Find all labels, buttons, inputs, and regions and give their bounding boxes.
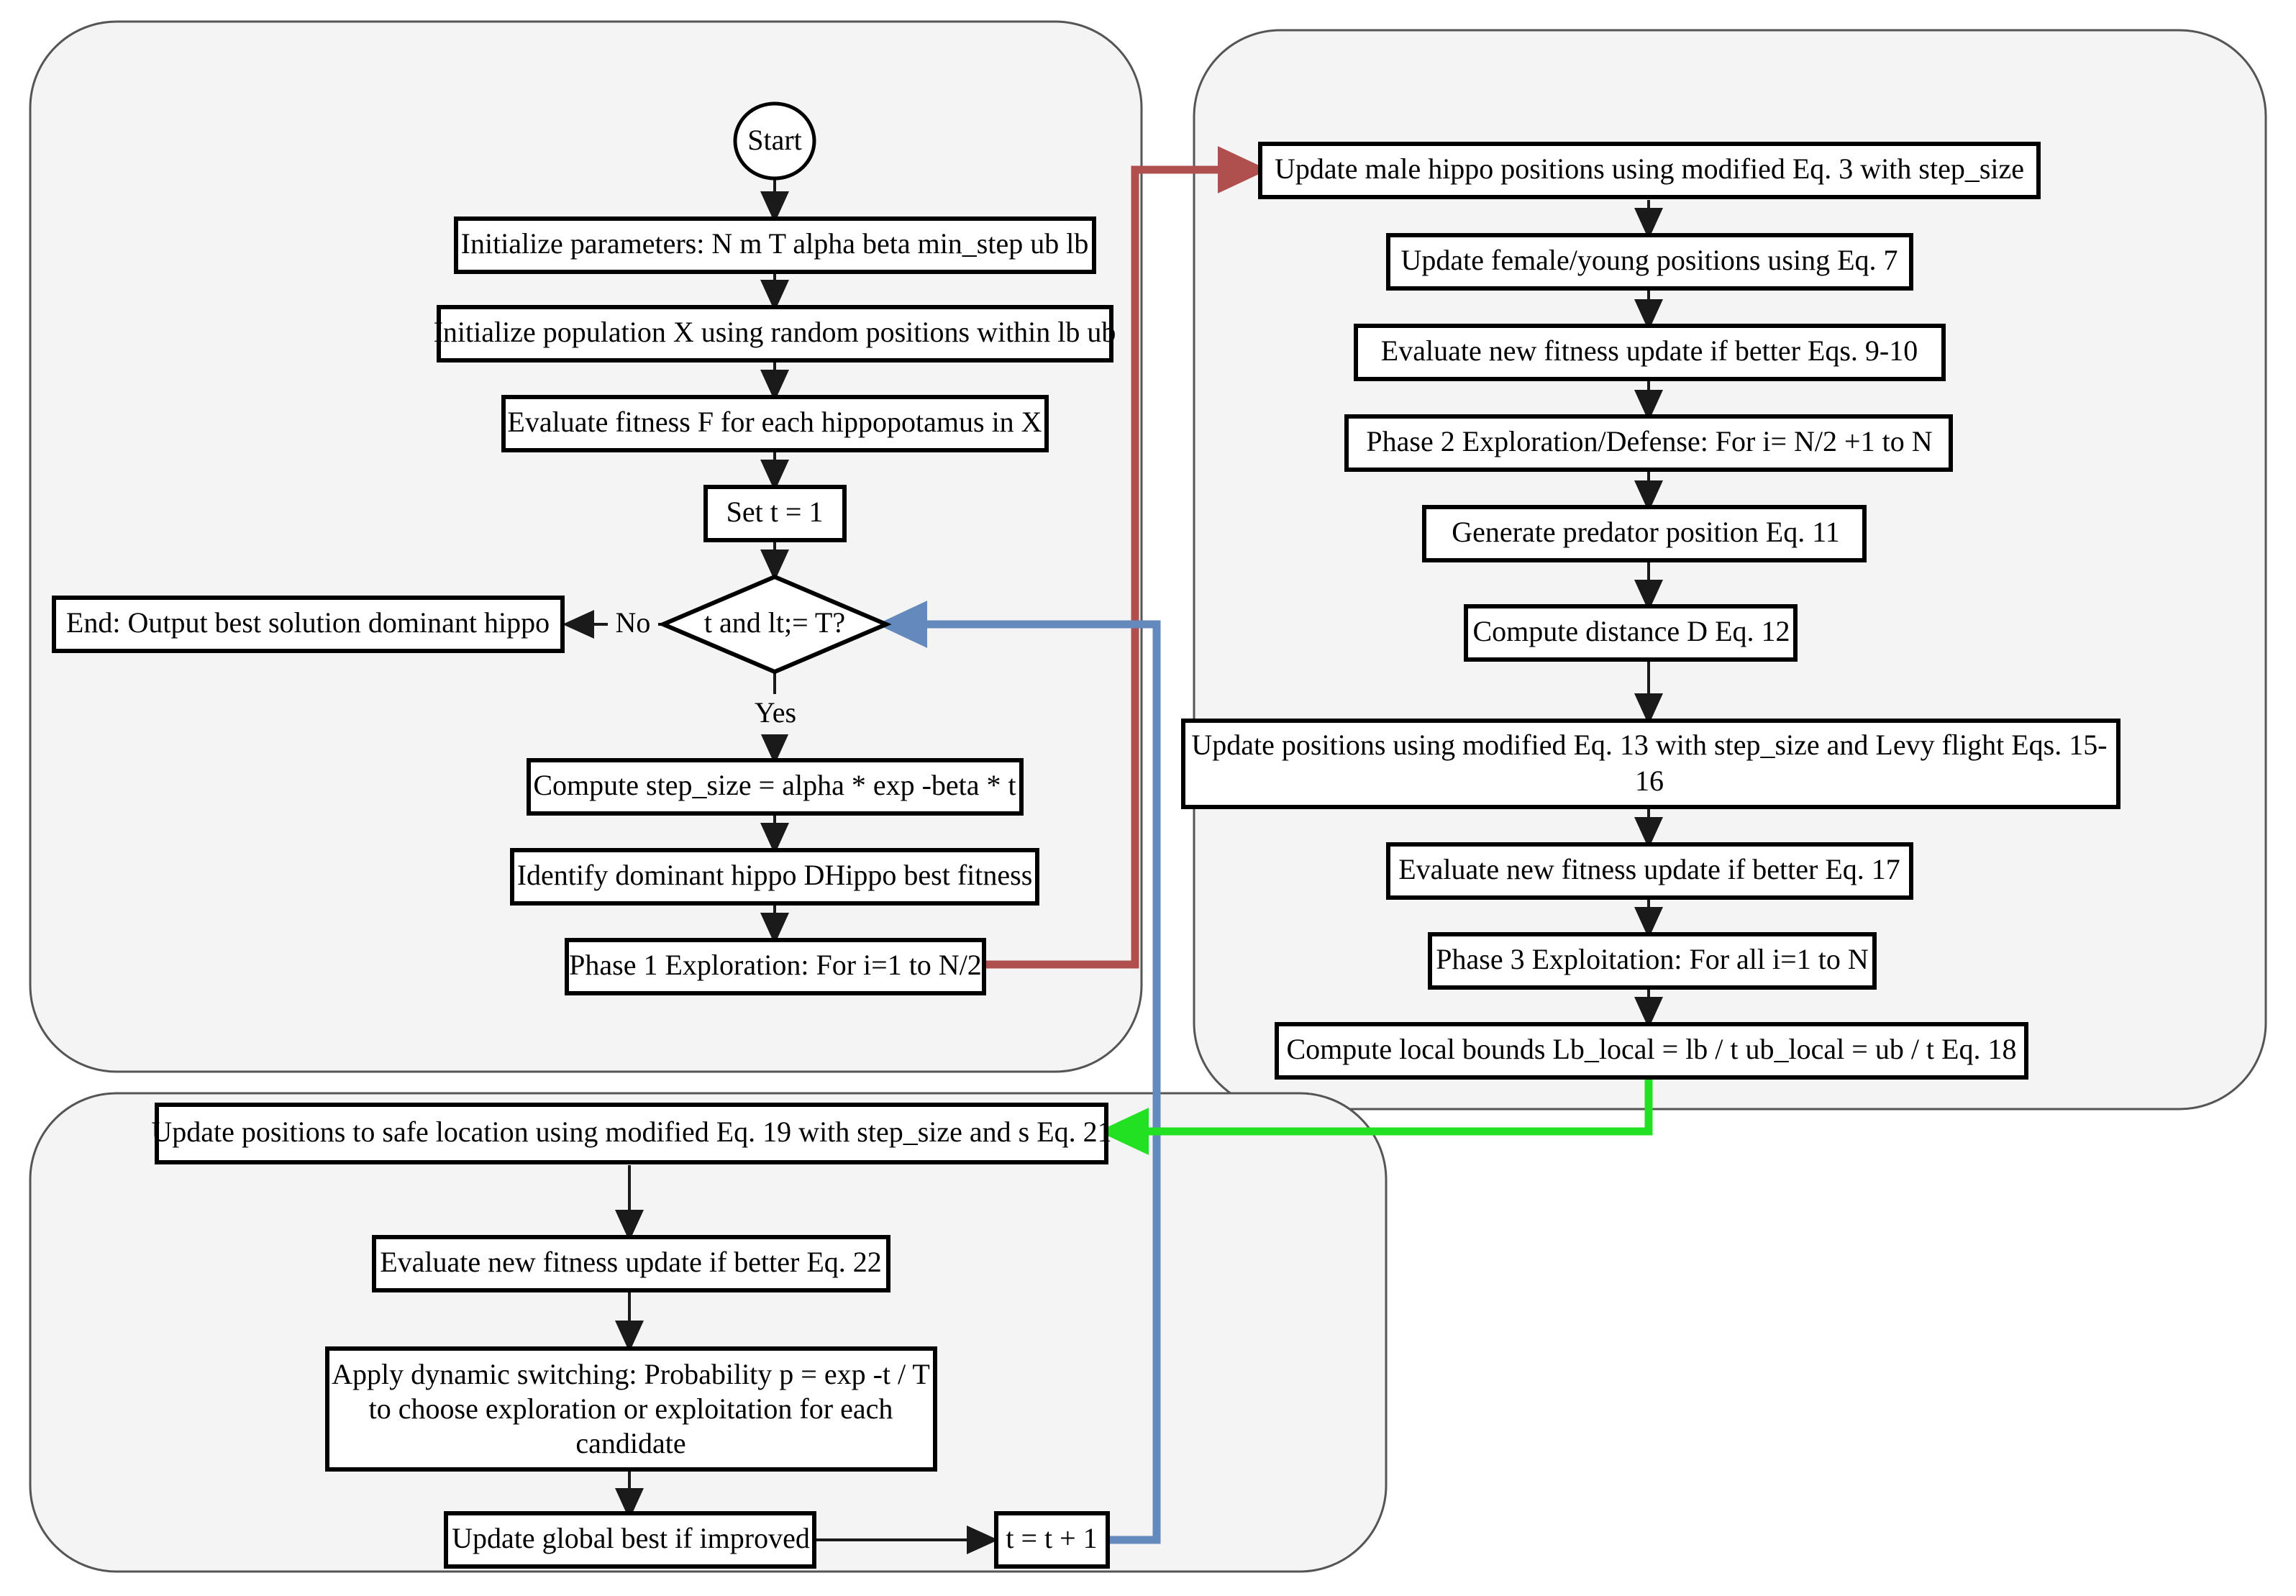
node-evaluate-eqs-910[interactable]: Evaluate new fitness update if better Eq… <box>1354 324 1946 381</box>
node-evaluate-eq17[interactable]: Evaluate new fitness update if better Eq… <box>1386 842 1913 900</box>
node-dynamic-switching-line2: to choose exploration or exploitation fo… <box>369 1392 893 1425</box>
node-update-eq13-levy[interactable]: Update positions using modified Eq. 13 w… <box>1181 719 2120 809</box>
node-init-params[interactable]: Initialize parameters: N m T alpha beta … <box>454 216 1096 274</box>
node-identify-dominant-label: Identify dominant hippo DHippo best fitn… <box>517 859 1033 891</box>
node-end-output-label: End: Output best solution dominant hippo <box>66 606 550 639</box>
node-decision-t-leq-T[interactable]: t and lt;= T? <box>657 574 892 675</box>
node-compute-distance[interactable]: Compute distance D Eq. 12 <box>1464 604 1798 662</box>
node-update-male-label: Update male hippo positions using modifi… <box>1275 152 2024 185</box>
node-evaluate-eqs-910-label: Evaluate new fitness update if better Eq… <box>1381 334 1918 367</box>
node-update-eq13-line1: Update positions using modified Eq. 13 w… <box>1191 729 2107 761</box>
node-update-safe-location-label: Update positions to safe location using … <box>151 1116 1111 1148</box>
node-compute-step-size[interactable]: Compute step_size = alpha * exp -beta * … <box>527 758 1024 816</box>
node-end-output[interactable]: End: Output best solution dominant hippo <box>52 596 565 653</box>
edges-black <box>562 178 1663 1554</box>
edge-phase1-to-update-male <box>983 146 1269 969</box>
node-update-global-best-label: Update global best if improved <box>452 1522 810 1554</box>
node-init-population[interactable]: Initialize population X using random pos… <box>434 305 1116 362</box>
node-init-population-label: Initialize population X using random pos… <box>434 316 1116 348</box>
node-decision-label: t and lt;= T? <box>704 606 845 639</box>
node-compute-step-size-label: Compute step_size = alpha * exp -beta * … <box>533 769 1016 801</box>
node-dynamic-switching[interactable]: Apply dynamic switching: Probability p =… <box>325 1346 937 1472</box>
node-compute-local-bounds[interactable]: Compute local bounds Lb_local = lb / t u… <box>1275 1022 2028 1080</box>
node-update-eq13-line2: 16 <box>1635 765 1664 797</box>
node-update-global-best[interactable]: Update global best if improved <box>444 1511 816 1569</box>
node-start[interactable]: Start <box>733 101 816 181</box>
node-evaluate-fitness-label: Evaluate fitness F for each hippopotamus… <box>507 406 1042 438</box>
node-evaluate-eq22-label: Evaluate new fitness update if better Eq… <box>380 1246 882 1278</box>
node-compute-local-bounds-label: Compute local bounds Lb_local = lb / t u… <box>1287 1033 2017 1065</box>
node-set-t-label: Set t = 1 <box>726 496 824 528</box>
panel-main-loop <box>29 20 1143 1073</box>
node-start-label: Start <box>747 124 802 156</box>
edge-label-yes: Yes <box>745 694 806 734</box>
node-compute-distance-label: Compute distance D Eq. 12 <box>1472 615 1790 647</box>
node-phase3-exploitation[interactable]: Phase 3 Exploitation: For all i=1 to N <box>1428 932 1877 990</box>
edge-localbounds-to-safelocation <box>1098 1077 1653 1155</box>
edge-label-no-text: No <box>616 606 651 639</box>
node-increment-t[interactable]: t = t + 1 <box>994 1511 1110 1569</box>
node-update-female[interactable]: Update female/young positions using Eq. … <box>1386 233 1913 291</box>
edge-label-yes-text: Yes <box>755 696 796 729</box>
node-phase2-label: Phase 2 Exploration/Defense: For i= N/2 … <box>1366 425 1932 457</box>
node-evaluate-eq22[interactable]: Evaluate new fitness update if better Eq… <box>372 1235 890 1292</box>
node-evaluate-eq17-label: Evaluate new fitness update if better Eq… <box>1398 853 1900 885</box>
panel-phase-three <box>29 1092 1388 1573</box>
node-dynamic-switching-line1: Apply dynamic switching: Probability p =… <box>332 1358 930 1390</box>
node-update-male[interactable]: Update male hippo positions using modifi… <box>1258 142 2041 199</box>
node-dynamic-switching-line3: candidate <box>575 1427 685 1459</box>
edge-label-no: No <box>608 604 658 644</box>
node-set-t[interactable]: Set t = 1 <box>703 485 847 542</box>
node-generate-predator-label: Generate predator position Eq. 11 <box>1452 516 1839 548</box>
node-generate-predator[interactable]: Generate predator position Eq. 11 <box>1422 505 1867 562</box>
node-phase2-exploration-defense[interactable]: Phase 2 Exploration/Defense: For i= N/2 … <box>1344 414 1953 472</box>
node-evaluate-fitness[interactable]: Evaluate fitness F for each hippopotamus… <box>501 395 1049 452</box>
node-increment-t-label: t = t + 1 <box>1006 1522 1097 1554</box>
node-phase1-exploration[interactable]: Phase 1 Exploration: For i=1 to N/2 <box>565 938 986 995</box>
node-identify-dominant[interactable]: Identify dominant hippo DHippo best fitn… <box>510 848 1039 906</box>
node-phase3-label: Phase 3 Exploitation: For all i=1 to N <box>1436 943 1868 975</box>
node-update-safe-location[interactable]: Update positions to safe location using … <box>151 1103 1112 1164</box>
node-update-female-label: Update female/young positions using Eq. … <box>1400 244 1898 276</box>
panel-phase-two <box>1193 29 2267 1111</box>
node-init-params-label: Initialize parameters: N m T alpha beta … <box>461 227 1089 260</box>
node-phase1-exploration-label: Phase 1 Exploration: For i=1 to N/2 <box>569 949 982 981</box>
edge-increment-to-decision <box>876 601 1161 1544</box>
